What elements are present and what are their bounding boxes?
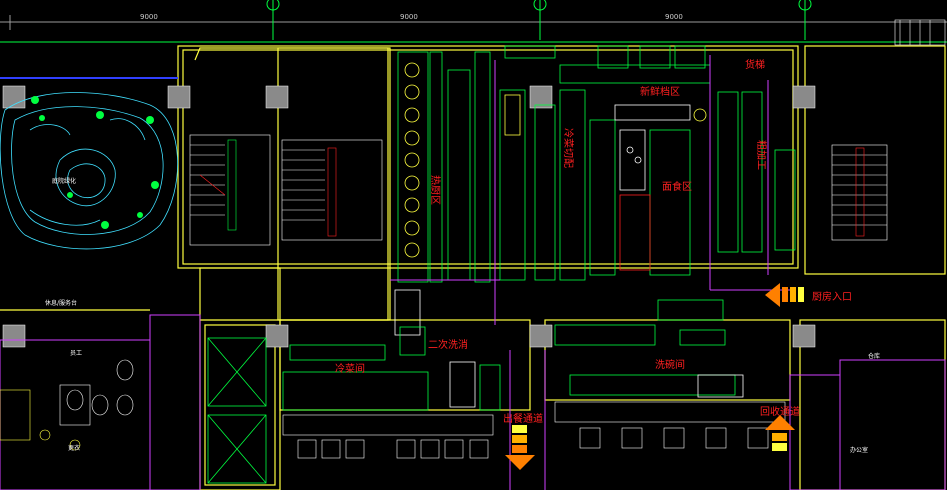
dimension-line: 9000 9000 9000 xyxy=(0,0,947,43)
label-return-area: 回收通道 xyxy=(760,405,800,418)
elevator-shafts xyxy=(207,337,267,484)
label-serve-area: 出餐通道 xyxy=(503,412,543,425)
restroom-area xyxy=(0,359,134,451)
stair-left xyxy=(189,134,271,246)
dimension-label-2: 9000 xyxy=(400,13,418,21)
label-office-b: 更衣 xyxy=(68,444,80,452)
partitions xyxy=(0,55,946,490)
label-secondary-wash: 二次洗消 xyxy=(428,338,468,351)
return-arrow-icon xyxy=(765,415,795,430)
lower-equipment xyxy=(282,289,744,411)
right-shelving xyxy=(693,91,796,253)
dimension-label-1: 9000 xyxy=(140,13,158,21)
label-elevator: 货梯 xyxy=(745,58,765,71)
label-office-a: 员工 xyxy=(70,350,82,357)
label-reception: 休息/服务台 xyxy=(45,299,77,307)
prep-benches xyxy=(499,45,711,281)
label-fresh-display: 新鲜档区 xyxy=(640,85,680,98)
label-cold-room: 冷菜间 xyxy=(335,362,365,375)
label-hot-kitchen: 热厨区 xyxy=(429,175,442,205)
stove-bank xyxy=(397,51,491,283)
label-storage: 仓库 xyxy=(868,352,880,360)
label-prep-room: 粗加工 xyxy=(755,140,767,170)
label-dish-wash: 洗碗间 xyxy=(655,358,685,371)
building-walls xyxy=(0,45,946,490)
garden-area xyxy=(0,92,179,250)
serve-arrow-icon xyxy=(505,455,535,470)
label-manager: 办公室 xyxy=(850,446,868,454)
dimension-label-3: 9000 xyxy=(665,13,683,21)
entrance-arrow-icon xyxy=(765,283,780,307)
garden-trees xyxy=(31,96,159,229)
label-kitchen-entrance: 厨房入口 xyxy=(812,290,852,303)
structural-columns xyxy=(2,85,816,348)
garden-label: 庭院绿化 xyxy=(52,177,76,185)
stair-middle xyxy=(281,139,383,241)
flow-arrows xyxy=(505,283,804,470)
seating-rows xyxy=(282,401,786,459)
label-cold-cut: 冷菜切配 xyxy=(562,128,575,168)
stair-right xyxy=(831,19,946,241)
label-pastry: 面食区 xyxy=(662,180,692,193)
